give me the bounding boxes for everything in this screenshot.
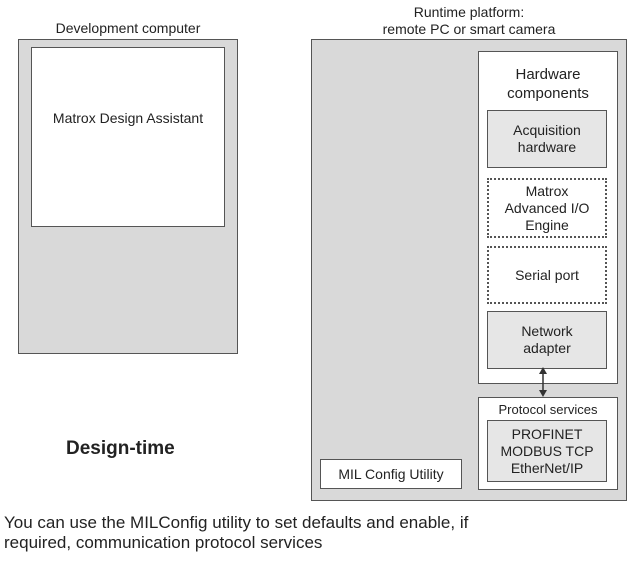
caption-text: You can use the MILConfig utility to set…	[4, 513, 469, 552]
runtime-platform-panel: Hardware components Acquisition hardware…	[311, 39, 627, 501]
acquisition-hardware-label: Acquisition hardware	[513, 122, 581, 155]
design-time-label: Design-time	[66, 438, 175, 459]
protocol-services-panel: Protocol services PROFINET MODBUS TCP Et…	[478, 397, 618, 490]
bidirectional-arrow-icon	[539, 367, 547, 397]
serial-port-label: Serial port	[515, 266, 579, 283]
dev-computer-title: Development computer	[55, 20, 201, 36]
serial-port-box[interactable]: Serial port	[487, 246, 607, 304]
protocol-list-box[interactable]: PROFINET MODBUS TCP EtherNet/IP	[487, 420, 607, 482]
hardware-components-title: Hardware components	[507, 66, 589, 102]
acquisition-hardware-box[interactable]: Acquisition hardware	[487, 110, 607, 168]
mil-config-utility-label: MIL Config Utility	[338, 465, 444, 482]
protocol-list-label: PROFINET MODBUS TCP EtherNet/IP	[500, 425, 594, 476]
hardware-components-panel: Hardware components Acquisition hardware…	[478, 51, 618, 384]
mil-config-utility-box[interactable]: MIL Config Utility	[320, 459, 462, 489]
design-assistant-box[interactable]: Matrox Design Assistant	[31, 47, 225, 227]
network-adapter-box[interactable]: Network adapter	[487, 311, 607, 369]
design-assistant-label: Matrox Design Assistant	[52, 110, 204, 126]
protocol-services-title: Protocol services	[498, 402, 598, 417]
network-adapter-label: Network adapter	[521, 323, 573, 356]
advanced-io-engine-label: Matrox Advanced I/O Engine	[504, 182, 590, 233]
advanced-io-engine-box[interactable]: Matrox Advanced I/O Engine	[487, 178, 607, 238]
dev-computer-panel: Matrox Design Assistant	[18, 39, 238, 354]
runtime-platform-title: Runtime platform: remote PC or smart cam…	[382, 4, 556, 37]
